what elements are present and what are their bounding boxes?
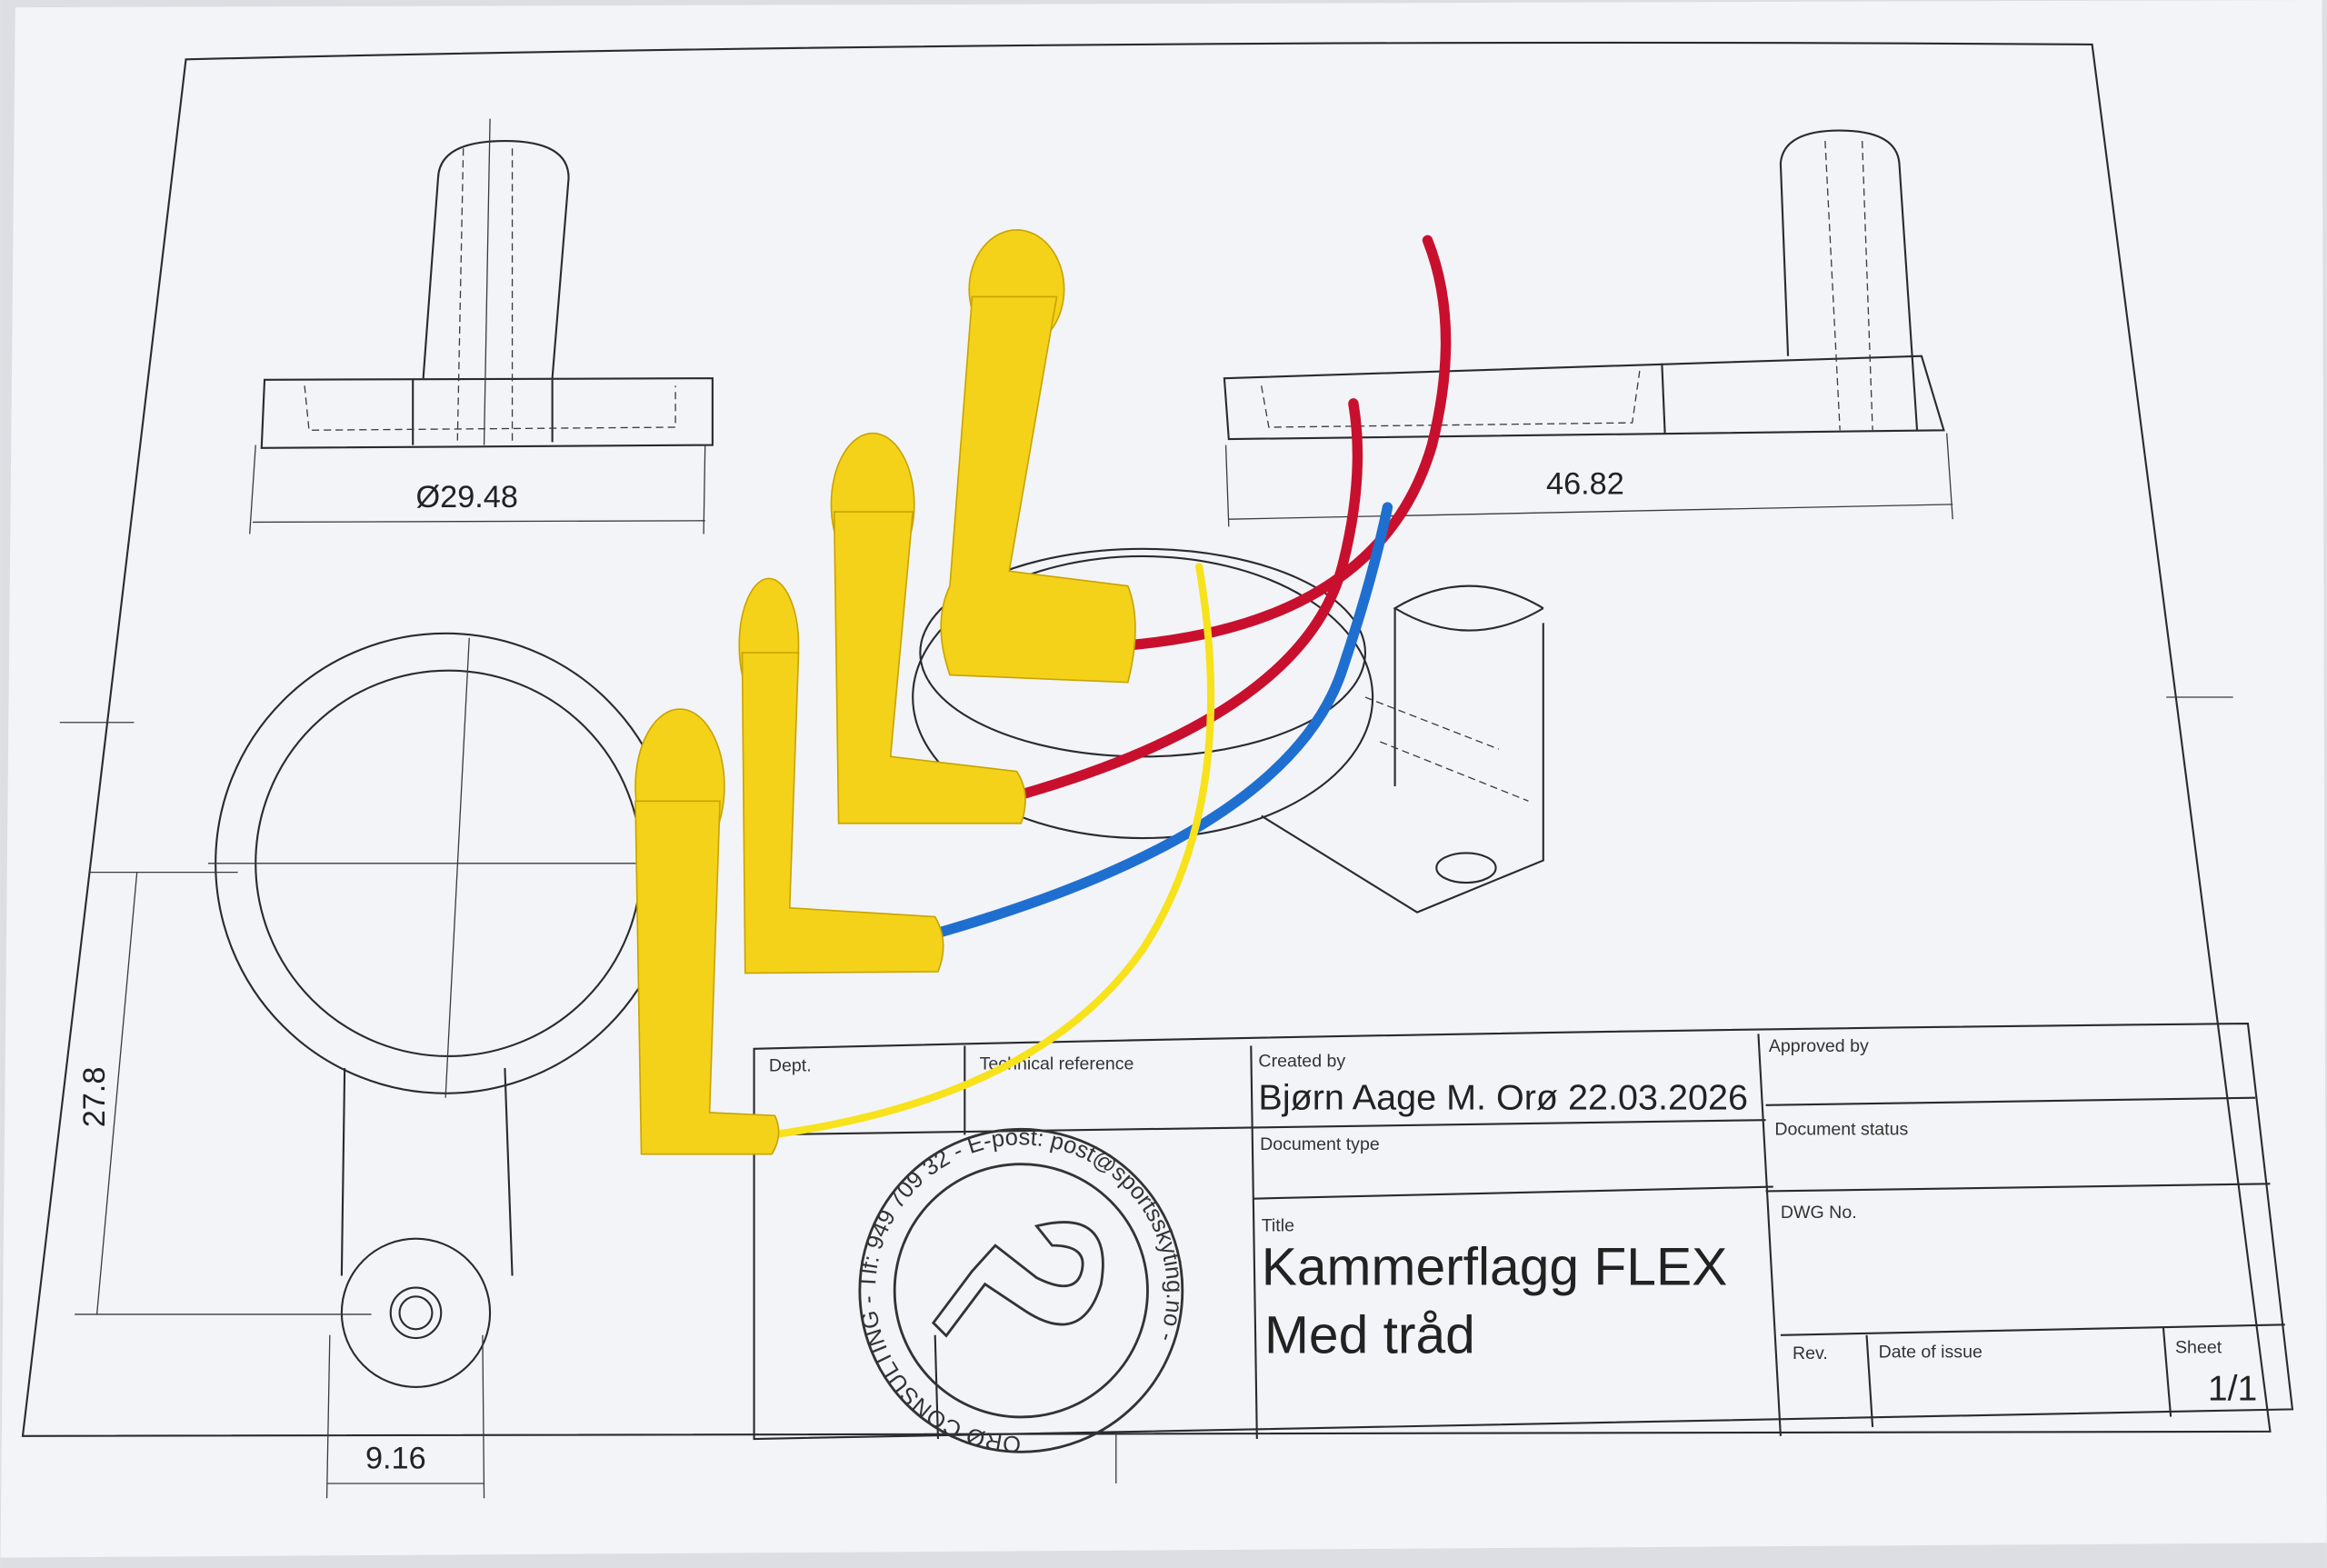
blue-wire [937,502,1393,937]
title-label: Title [1262,1216,1294,1236]
approved-by-label: Approved by [1769,1036,1869,1056]
dimension-width: 46.82 [1546,466,1624,501]
dwg-no-label: DWG No. [1781,1203,1857,1223]
document-type-label: Document type [1260,1134,1380,1154]
isometric-view [912,547,1544,914]
top-view: 27.8 9.16 [75,632,698,1499]
document-status-label: Document status [1774,1119,1908,1139]
dept-label: Dept. [769,1055,812,1075]
drawing-frame [21,41,2272,1437]
title-line-1: Kammerflagg FLEX [1262,1237,1728,1296]
kammerflagg-parts [634,229,1136,1155]
created-by-label: Created by [1258,1051,1345,1071]
title-line-2: Med tråd [1264,1305,1475,1364]
created-by-value: Bjørn Aage M. Orø 22.03.2026 [1258,1079,1748,1118]
wires [768,235,1452,1139]
title-block: Dept. Technical reference Created by Bjø… [753,1022,2294,1441]
red-wire-long [1123,235,1452,651]
yellow-wire [768,563,1215,1139]
part-4 [634,708,780,1155]
dimension-hole: 9.16 [365,1442,426,1476]
part-1 [940,229,1136,684]
micrometer-icon [931,1221,1104,1338]
sheet-value: 1/1 [2208,1370,2257,1409]
red-wire-short [1018,398,1363,799]
date-of-issue-label: Date of issue [1879,1342,1982,1362]
rev-label: Rev. [1793,1343,1828,1363]
front-view: Ø29.48 [249,118,714,534]
part-2 [830,432,1026,824]
part-3 [738,577,944,974]
dimension-diameter: Ø29.48 [415,480,517,514]
sheet-label: Sheet [2175,1337,2222,1357]
dimension-height: 27.8 [77,1067,112,1128]
